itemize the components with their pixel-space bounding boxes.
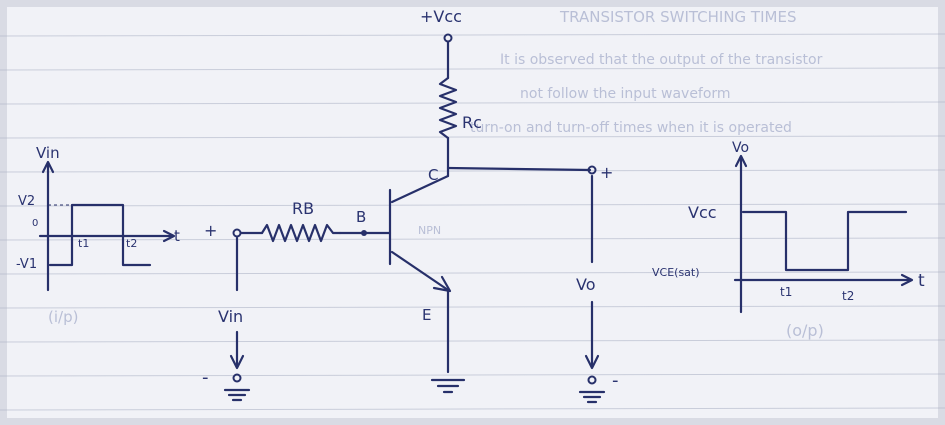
faint-line-3: turn-on and turn-off times when it is op…	[470, 120, 792, 136]
input-low-label: -V1	[16, 257, 37, 272]
faint-line-1: It is observed that the output of the tr…	[500, 52, 823, 68]
vin-arrowhead	[229, 354, 245, 370]
input-axis-x-label: t	[174, 227, 180, 245]
input-axis-y-label: Vin	[36, 144, 60, 162]
vin-label: Vin	[218, 307, 243, 326]
output-high-label: Vcc	[688, 203, 717, 222]
emitter-lead	[390, 250, 450, 292]
collector-lead	[390, 174, 450, 204]
input-plus: +	[204, 221, 217, 240]
base-resistor-label: RB	[292, 199, 314, 218]
output-t1-label: t1	[780, 285, 792, 299]
transistor-type-label: NPN	[418, 224, 441, 237]
faint-line-2: not follow the input waveform	[520, 86, 731, 102]
transistor-switch-circuit: +Vcc Rc + C NPN + RB B E	[202, 7, 619, 404]
output-square-wave	[741, 210, 908, 272]
output-plus: +	[600, 163, 613, 182]
collector-resistor	[438, 76, 458, 140]
output-t2-label: t2	[842, 289, 854, 303]
emitter-arrow	[432, 275, 452, 293]
input-t1-label: t1	[78, 237, 89, 250]
output-x-arrowhead	[900, 273, 914, 287]
output-bottom-terminal	[587, 375, 597, 385]
input-waveform: Vin t V2 0 -V1 t1 t2 (i/p)	[16, 144, 180, 326]
emitter-ground-symbol	[430, 378, 466, 394]
base-resistor	[260, 223, 342, 243]
input-caption: (i/p)	[48, 308, 78, 326]
output-ground-symbol	[578, 390, 606, 404]
input-minus: -	[202, 367, 209, 388]
input-t2-label: t2	[126, 237, 137, 250]
input-bottom-terminal	[232, 373, 242, 383]
input-zero-label: 0	[32, 218, 38, 229]
output-top-wire	[446, 166, 592, 172]
input-high-label: V2	[18, 194, 35, 209]
faint-heading: TRANSISTOR SWITCHING TIMES	[559, 8, 796, 26]
base-junction	[361, 230, 367, 236]
output-caption: (o/p)	[786, 321, 824, 340]
emitter-label: E	[422, 306, 431, 324]
supply-label: +Vcc	[420, 7, 462, 26]
output-axis-y-label: Vo	[732, 140, 749, 156]
output-low-label: VCE(sat)	[652, 266, 700, 279]
output-y-arrowhead	[734, 154, 748, 168]
output-top-terminal	[587, 165, 597, 175]
ruled-lines	[0, 33, 945, 411]
collector-label: C	[428, 166, 438, 184]
collector-resistor-label: Rc	[462, 113, 482, 132]
input-square-wave	[48, 203, 152, 267]
output-waveform: Vo t Vcc VCE(sat) t1 t2 (o/p)	[652, 140, 925, 340]
output-minus: -	[612, 370, 619, 391]
base-label: B	[356, 208, 366, 226]
vo-label: Vo	[576, 275, 596, 294]
input-ground-symbol	[223, 388, 251, 402]
input-x-arrowhead	[162, 229, 176, 243]
vo-arrowhead	[584, 354, 600, 370]
input-y-arrowhead	[41, 160, 55, 174]
output-axis-x-label: t	[918, 271, 925, 291]
